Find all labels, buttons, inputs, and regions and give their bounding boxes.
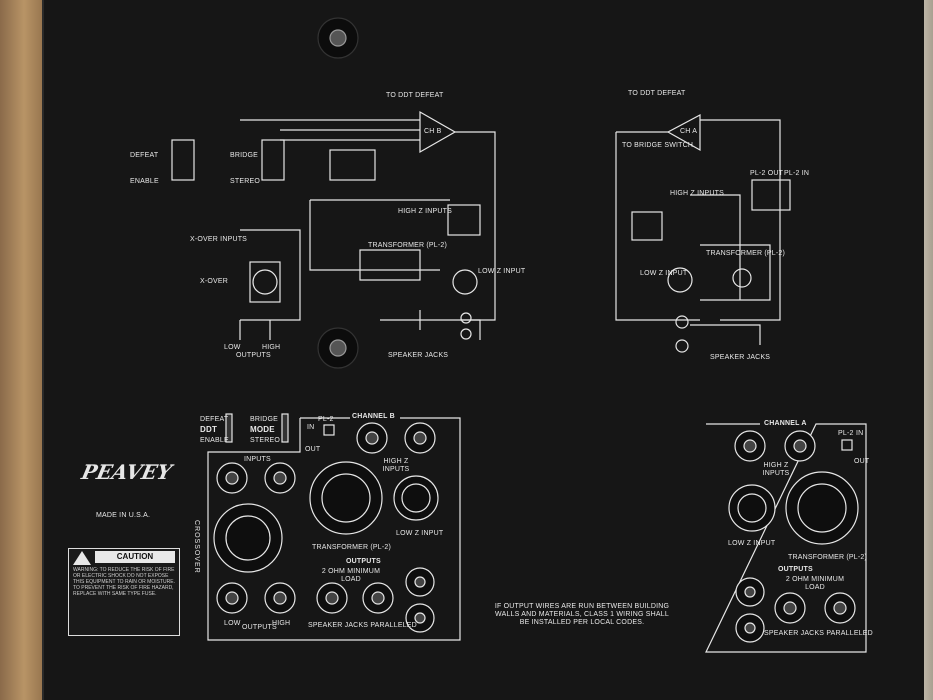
panel-b-speaker-jacks: SPEAKER JACKS PARALLELED [308,622,417,629]
panel-a-in: IN [856,430,864,437]
schematic-a-ch: CH A [680,128,698,135]
panel-b-bridge: BRIDGE [250,416,279,423]
schematic-b-stereo: STEREO [230,178,260,185]
mode-switch[interactable] [281,413,289,443]
panel-b-defeat: DEFEAT [200,416,229,423]
schematic-b-low-z: LOW Z INPUT [478,268,526,275]
panel-b-outputs-top: OUTPUTS [346,558,381,565]
made-in-label: MADE IN U.S.A. [96,512,151,519]
panel-a-high-z: HIGH Z INPUTS [762,462,790,477]
schematic-b-enable: ENABLE [130,178,159,185]
schematic-a-high-z: HIGH Z INPUTS [670,190,724,197]
panel-b-low-z: LOW Z INPUT [396,530,444,537]
schematic-b-xover: X-OVER [200,278,229,285]
panel-a-low-z: LOW Z INPUT [728,540,776,547]
schematic-b-outputs: OUTPUTS [236,352,271,359]
schematic-b-high-z: HIGH Z INPUTS [398,208,452,215]
schematic-b-low: LOW [224,344,241,351]
schematic-b-bridge: BRIDGE [230,152,259,159]
panel-a-speaker-jacks: SPEAKER JACKS PARALLELED [764,630,873,637]
transformer-socket-a[interactable] [785,471,859,545]
wiring-note: IF OUTPUT WIRES ARE RUN BETWEEN BUILDING… [494,603,670,626]
caution-title: CAUTION [95,551,175,563]
panel-b-high-z: HIGH Z INPUTS [382,458,410,473]
schematic-channel-a [615,114,791,353]
panel-b-out: OUT [305,446,321,453]
panel-a-out: OUT [854,458,870,465]
panel-a-channel: CHANNEL A [764,420,807,427]
panel-b-stereo: STEREO [250,437,280,444]
caution-label: CAUTION WARNING: TO REDUCE THE RISK OF F… [68,548,180,636]
transformer-socket-b[interactable] [309,461,383,535]
panel-b-outputs: OUTPUTS [242,624,277,631]
panel-b-low: LOW [224,620,241,627]
channel-a-connector-panel [705,423,867,653]
schematic-a-pl2-in: PL-2 IN [784,170,810,177]
schematic-a-to-bridge: TO BRIDGE SWITCH [622,142,694,149]
panel-b-two-ohm: 2 OHM MINIMUM LOAD [321,568,381,583]
schematic-a-low-z: LOW Z INPUT [640,270,688,277]
schematic-b-xover-inputs: X-OVER INPUTS [190,236,248,243]
pl2-switch-a[interactable] [841,439,853,451]
schematic-b-transformer: TRANSFORMER (PL-2) [368,242,448,249]
schematic-b-defeat: DEFEAT [130,152,159,159]
schematic-channel-b [171,110,496,340]
panel-b-mode: MODE [250,425,275,434]
channel-b-connector-panel [207,417,461,641]
amp-rear-panel [42,0,924,700]
schematic-b-speaker-jacks: SPEAKER JACKS [388,352,449,359]
schematic-a-pl2-out: PL-2 OUT [750,170,784,177]
panel-b-high: HIGH [272,620,291,627]
low-z-input-a[interactable] [728,484,776,532]
panel-b-in: IN [307,424,315,431]
caution-text: WARNING: TO REDUCE THE RISK OF FIRE OR E… [73,567,175,597]
schematic-b-high: HIGH [262,344,281,351]
panel-b-enable: ENABLE [200,437,229,444]
schematic-b-to-ddt: TO DDT DEFEAT [386,92,444,99]
panel-b-inputs: INPUTS [244,456,271,463]
schematic-a-transformer: TRANSFORMER (PL-2) [706,250,786,257]
peavey-logo: PEAVEY [79,460,174,484]
panel-b-transformer: TRANSFORMER (PL-2) [312,544,392,551]
panel-a-outputs: OUTPUTS [778,566,813,573]
panel-a-pl2: PL-2 [838,430,854,437]
panel-a-transformer: TRANSFORMER (PL-2) [788,554,868,561]
schematic-b-ch: CH B [424,128,442,135]
ddt-switch[interactable] [225,413,233,443]
panel-a-two-ohm: 2 OHM MINIMUM LOAD [785,576,845,591]
warning-triangle-icon [73,551,91,565]
schematic-a-speaker-jacks: SPEAKER JACKS [710,354,771,361]
panel-b-pl2: PL-2 [318,416,334,423]
low-z-input-b[interactable] [393,475,439,521]
panel-b-crossover: CROSSOVER [193,520,200,574]
panel-b-channel: CHANNEL B [352,413,395,420]
crossover-socket[interactable] [213,503,283,573]
panel-b-ddt: DDT [200,425,218,434]
schematic-a-to-ddt: TO DDT DEFEAT [628,90,686,97]
pl2-switch-b[interactable] [323,424,335,436]
